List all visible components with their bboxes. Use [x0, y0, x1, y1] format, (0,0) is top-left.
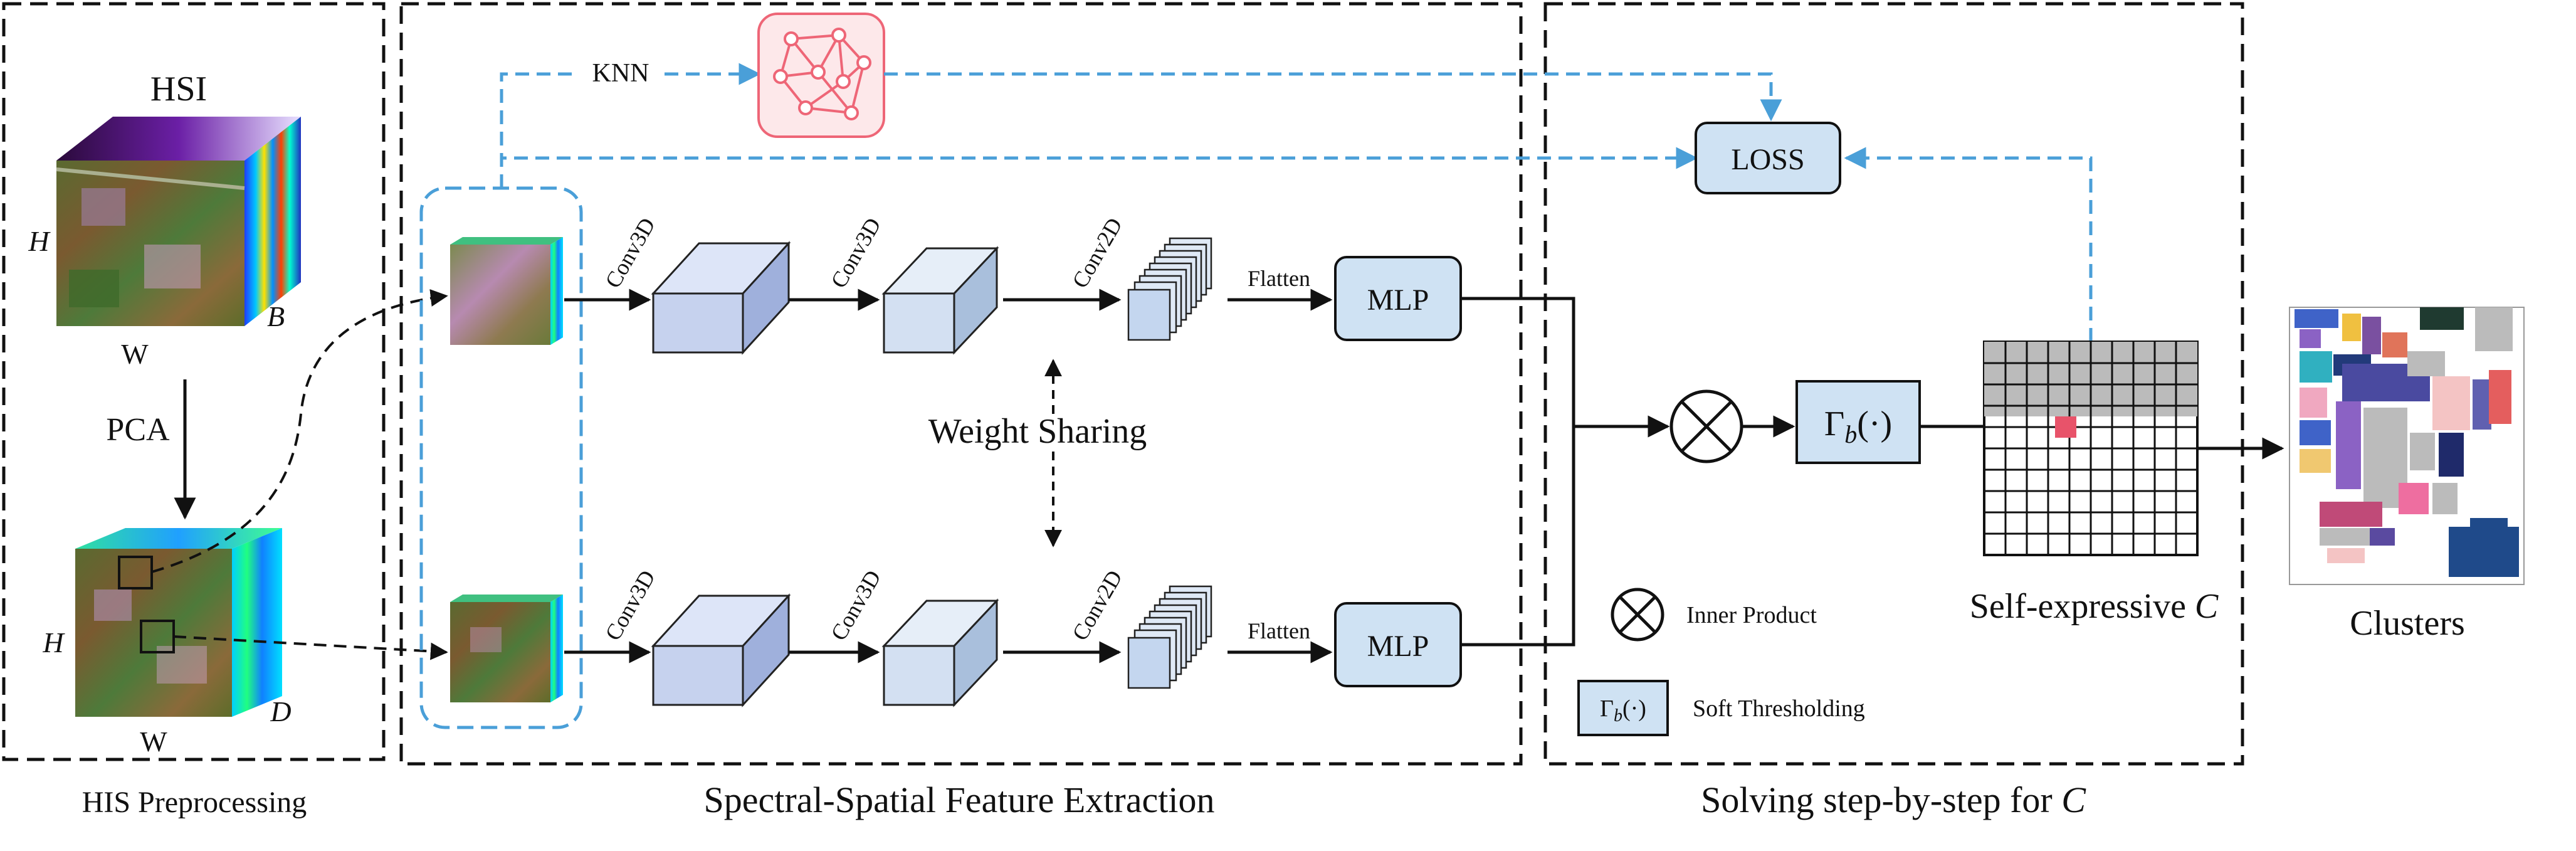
knn-label-bg: [577, 58, 665, 90]
flatten-bottom-label: Flatten: [1248, 618, 1310, 643]
hsi-title: HSI: [150, 70, 207, 108]
self-expressive-label: Self-expressive C: [1970, 587, 2219, 626]
circled-times-icon: [1669, 389, 1743, 463]
self-expressive-matrix: [1983, 341, 2199, 556]
conv3d-block-bottom-2: [881, 598, 999, 707]
legend-inner-product-label: Inner Product: [1686, 602, 1817, 628]
conv3d-bottom-1-label: Conv3D: [600, 566, 660, 645]
conv3d-top-2-label: Conv3D: [826, 213, 886, 292]
clusters-label: Clusters: [2350, 604, 2465, 643]
conv3d-block-bottom-1: [651, 593, 791, 707]
highlight-cell: [2055, 416, 2076, 438]
soft-threshold-box: [1795, 380, 1921, 464]
patch-selector-top: [118, 556, 153, 589]
legend-soft-threshold-icon: [1577, 680, 1669, 736]
conv3d-bottom-2-label: Conv3D: [826, 566, 886, 645]
hsi-w-label: W: [121, 338, 149, 370]
legend-soft-threshold-label: Soft Thresholding: [1693, 695, 1865, 722]
mlp-bottom-label: MLP: [1367, 630, 1429, 663]
conv2d-top-label: Conv2D: [1067, 213, 1127, 292]
conv3d-block-top-1: [651, 241, 791, 355]
knn-label: KNN: [592, 59, 649, 88]
pca-h-label: H: [42, 626, 65, 658]
conv2d-bottom-label: Conv2D: [1067, 566, 1127, 645]
graph-to-loss-line: [884, 72, 1782, 122]
patch-cube-top: [450, 237, 563, 345]
flatten-top-label: Flatten: [1248, 266, 1310, 291]
weight-sharing-label: Weight Sharing: [928, 412, 1147, 451]
preprocessing-caption: HIS Preprocessing: [82, 786, 307, 819]
patch-to-loss-line: [500, 147, 1698, 188]
soft-threshold-label: Γb(·): [1824, 404, 1892, 448]
pca-w-label: W: [140, 726, 167, 758]
preprocessing-frame: [2, 2, 386, 761]
clusters-map: [2289, 307, 2525, 585]
conv3d-block-top-2: [881, 246, 999, 355]
patch-connector-bottom: [173, 635, 448, 660]
hsi-h-label: H: [28, 225, 51, 257]
solving-caption: Solving step-by-step for C: [1701, 780, 2086, 820]
conv3d-top-1-label: Conv3D: [600, 213, 660, 292]
pca-cube: [75, 528, 282, 717]
hsi-b-label: B: [267, 300, 285, 332]
extraction-caption: Spectral-Spatial Feature Extraction: [704, 780, 1215, 820]
legend-soft-threshold-symbol: Γb(·): [1600, 695, 1646, 726]
mlp-top-output: [1461, 297, 1575, 647]
legend-inner-product-icon: [1611, 588, 1664, 642]
c-to-loss-line: [1844, 147, 2093, 342]
loss-label: LOSS: [1731, 143, 1804, 176]
patch-connector-top: [151, 289, 448, 573]
pca-d-label: D: [270, 695, 291, 727]
mlp-top-label: MLP: [1367, 283, 1429, 317]
patch-cube-bottom: [450, 595, 563, 702]
feature-stack-top: [1127, 237, 1212, 341]
feature-stack-bottom: [1127, 585, 1212, 689]
solving-frame: [1543, 2, 2244, 766]
hsi-cube: [56, 117, 301, 326]
pca-label: PCA: [106, 412, 170, 448]
knn-line: [500, 63, 761, 188]
graph-network-icon: [757, 13, 885, 138]
loss-box: [1695, 122, 1841, 194]
extraction-frame: [399, 2, 1523, 766]
